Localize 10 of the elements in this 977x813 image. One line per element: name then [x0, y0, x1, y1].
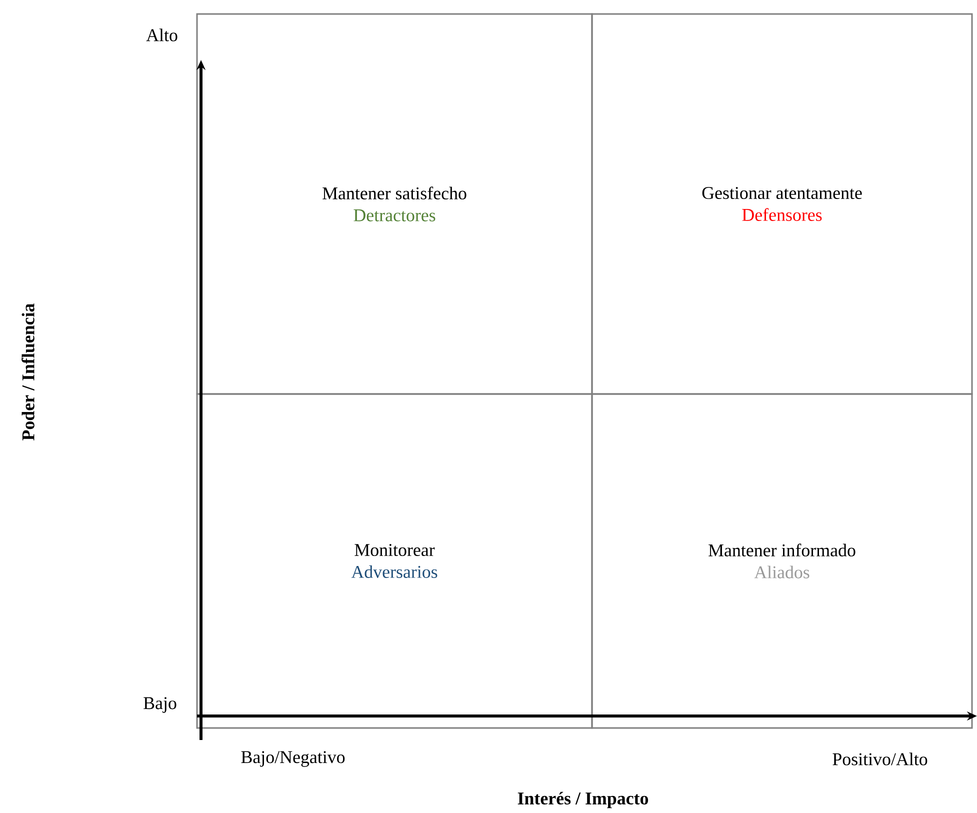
axis-title: Poder / Influencia — [22, 304, 34, 440]
quadrant-label: Gestionar atentamente Defensores — [702, 187, 862, 221]
axis-title: Interés / Impacto — [518, 792, 648, 808]
axis-label: Alto — [146, 28, 178, 42]
quadrant-label: Mantener informado Aliados — [708, 544, 856, 578]
quadrant-label: Monitorear Adversarios — [351, 544, 438, 578]
axis-label: Positivo/Alto — [832, 752, 928, 766]
axis-label: Bajo/Negativo — [241, 751, 345, 767]
axis-label: Bajo — [144, 697, 176, 713]
quadrant-label: Mantener satisfecho Detractores — [322, 186, 466, 222]
